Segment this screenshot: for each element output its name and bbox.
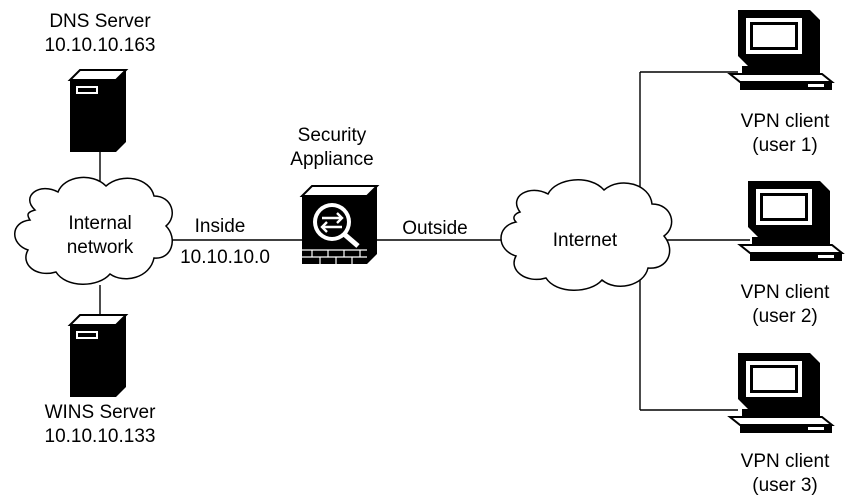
vpn-client-1-user: (user 1) — [752, 135, 818, 156]
vpn-client-3-user: (user 3) — [752, 475, 818, 496]
internal-network-line2: network — [66, 237, 134, 258]
wins-server-icon — [69, 314, 127, 398]
vpn-client-3-label: VPN client (user 3) — [725, 450, 845, 498]
vpn-client-2-name: VPN client — [740, 282, 830, 303]
firewall-icon — [299, 185, 380, 264]
vpn-client-1-computer-icon — [729, 9, 833, 91]
vpn-client-2-label: VPN client (user 2) — [725, 281, 845, 329]
internet-label: Internet — [552, 230, 618, 251]
internal-network-cloud-icon — [14, 176, 173, 285]
security-appliance-line1: Security — [297, 125, 367, 146]
wins-server-name: WINS Server — [44, 402, 156, 423]
internet-cloud-icon — [500, 179, 673, 291]
security-appliance-line2: Appliance — [290, 149, 374, 170]
dns-server-icon — [69, 69, 127, 153]
wins-server-ip: 10.10.10.133 — [44, 426, 156, 447]
outside-label: Outside — [402, 218, 468, 239]
vpn-client-1-name: VPN client — [740, 111, 830, 132]
dns-server-label: DNS Server 10.10.10.163 — [20, 10, 180, 58]
dns-server-ip: 10.10.10.163 — [44, 35, 156, 56]
inside-label: Inside — [194, 216, 246, 237]
wins-server-label: WINS Server 10.10.10.133 — [12, 401, 188, 449]
security-appliance-label: Security Appliance — [272, 124, 392, 172]
vpn-client-3-name: VPN client — [740, 451, 830, 472]
vpn-client-2-user: (user 2) — [752, 306, 818, 327]
vpn-client-3-computer-icon — [729, 352, 833, 434]
vpn-client-1-label: VPN client (user 1) — [725, 110, 845, 158]
inside-network-address: 10.10.10.0 — [180, 247, 270, 268]
dns-server-name: DNS Server — [49, 11, 151, 32]
internal-network-label: Internal network — [45, 212, 155, 260]
internal-network-line1: Internal — [68, 213, 132, 234]
vpn-client-2-computer-icon — [739, 180, 843, 262]
